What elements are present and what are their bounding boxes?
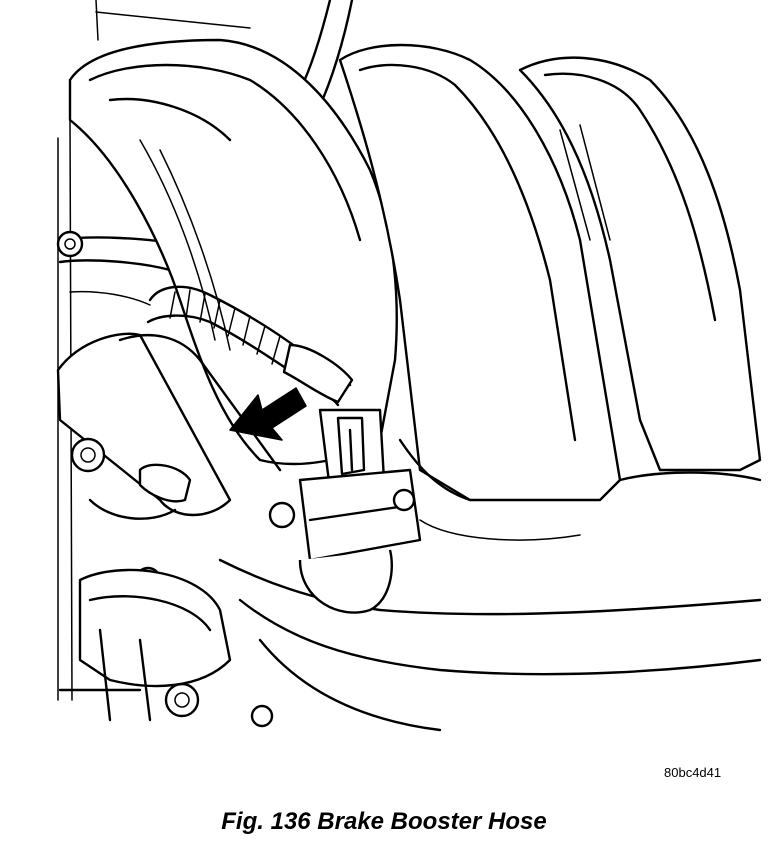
brake-booster-hose	[146, 285, 354, 407]
bolt-mid-left	[70, 437, 106, 473]
figure-id-code: 80bc4d41	[664, 765, 722, 780]
bolt-bottom-left	[164, 682, 200, 718]
figure-caption: Fig. 136 Brake Booster Hose	[221, 808, 547, 835]
check-valve	[268, 408, 422, 614]
lower-bracket	[58, 498, 232, 722]
bolt-upper-left	[56, 230, 84, 258]
left-component	[56, 332, 282, 517]
manifold-base	[218, 519, 762, 732]
intake-manifold	[338, 43, 762, 502]
bolt-bottom-right	[250, 704, 274, 728]
